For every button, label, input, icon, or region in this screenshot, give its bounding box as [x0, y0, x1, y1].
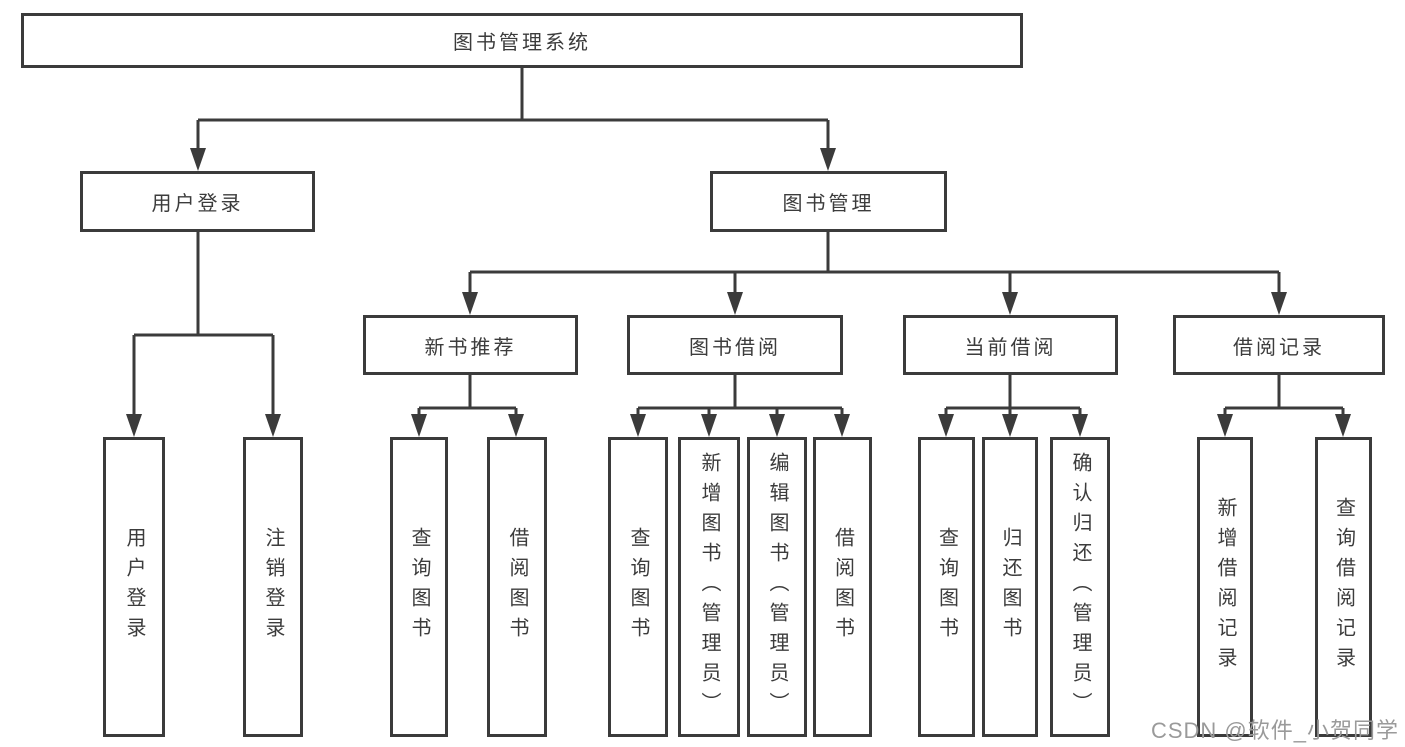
connector-new-book-rec-to-leaves	[411, 375, 524, 437]
node-new-book-recommend: 新书推荐	[363, 315, 578, 375]
leaf-label: 新增图书（管理员）	[698, 452, 720, 722]
leaf-confirm-return-admin: 确认归还（管理员）	[1050, 437, 1110, 737]
leaf-recommend-query-books: 查询图书	[390, 437, 448, 737]
connector-book-mgmt-to-level3	[462, 232, 1287, 315]
leaf-current-query-books: 查询图书	[918, 437, 975, 737]
connector-book-borrow-to-leaves	[630, 375, 850, 437]
leaf-label: 查询借阅记录	[1332, 497, 1355, 677]
leaf-label: 借阅图书	[831, 527, 854, 647]
node-book-management: 图书管理	[710, 171, 947, 232]
leaf-borrow-books: 借阅图书	[813, 437, 872, 737]
leaf-borrow-query-books: 查询图书	[608, 437, 668, 737]
node-borrowing-records: 借阅记录	[1173, 315, 1385, 375]
leaf-label: 注销登录	[262, 527, 284, 647]
connector-user-login-to-leaves	[126, 232, 281, 437]
leaf-add-borrow-record: 新增借阅记录	[1197, 437, 1253, 737]
node-current-borrowing: 当前借阅	[903, 315, 1118, 375]
leaf-return-books: 归还图书	[982, 437, 1038, 737]
leaf-label: 编辑图书（管理员）	[766, 452, 788, 722]
leaf-recommend-borrow-books: 借阅图书	[487, 437, 547, 737]
csdn-watermark: CSDN @软件_小贺同学	[1150, 718, 1399, 743]
leaf-logout: 注销登录	[243, 437, 303, 737]
node-user-login: 用户登录	[80, 171, 315, 232]
leaf-label: 归还图书	[999, 527, 1021, 647]
leaf-label: 借阅图书	[506, 527, 528, 647]
leaf-user-login: 用户登录	[103, 437, 165, 737]
leaf-label: 用户登录	[123, 527, 145, 647]
leaf-label: 查询图书	[627, 527, 649, 647]
connector-current-borrow-to-leaves	[938, 375, 1088, 437]
leaf-label: 查询图书	[408, 527, 430, 647]
leaf-edit-books-admin: 编辑图书（管理员）	[747, 437, 807, 737]
leaf-label: 新增借阅记录	[1214, 497, 1236, 677]
leaf-label: 查询图书	[935, 527, 958, 647]
connector-borrow-records-to-leaves	[1217, 375, 1351, 437]
leaf-add-books-admin: 新增图书（管理员）	[678, 437, 740, 737]
leaf-query-borrow-record: 查询借阅记录	[1315, 437, 1372, 737]
connector-root-to-level2	[190, 68, 836, 171]
leaf-label: 确认归还（管理员）	[1069, 452, 1091, 722]
node-book-borrowing: 图书借阅	[627, 315, 843, 375]
node-root-system: 图书管理系统	[21, 13, 1023, 68]
